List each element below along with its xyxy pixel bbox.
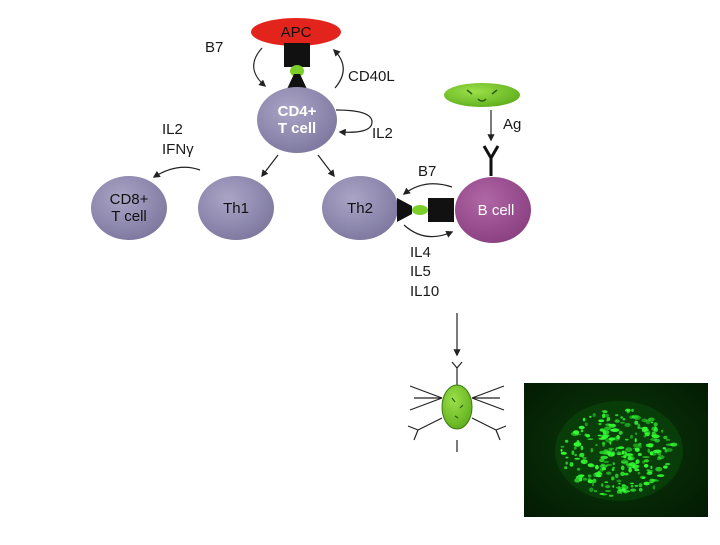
cd8-t-cell bbox=[91, 176, 167, 240]
cd4-tcr bbox=[287, 74, 307, 89]
il4-label: IL4 bbox=[410, 244, 431, 261]
il2-label: IL2 bbox=[162, 121, 183, 138]
th2-label: Th2 bbox=[347, 200, 373, 217]
cd40l-label: CD40L bbox=[348, 68, 395, 85]
arrow-b7-bcell bbox=[402, 183, 453, 195]
th2-cell bbox=[322, 176, 398, 240]
il5-label: IL5 bbox=[410, 263, 431, 280]
apc-cell bbox=[251, 18, 341, 46]
cd8-t-cell-label: CD8+ T cell bbox=[109, 191, 149, 225]
cd4-t-cell-label: CD4+ T cell bbox=[277, 103, 317, 137]
apc-receptor bbox=[284, 43, 310, 67]
th1-cell bbox=[198, 176, 274, 240]
il10-label: IL10 bbox=[410, 283, 440, 300]
antigen-particle bbox=[444, 83, 520, 107]
apc-antigen bbox=[290, 65, 304, 77]
b7-label-top: B7 bbox=[205, 39, 224, 56]
arrow-il4-to-bcell bbox=[403, 224, 454, 238]
bcell-receptor bbox=[428, 198, 454, 222]
arrow-cd4-to-th1 bbox=[261, 154, 279, 178]
th1-label: Th1 bbox=[223, 200, 249, 217]
arrow-cd4-to-th2 bbox=[317, 154, 335, 178]
arrow-cd40l bbox=[332, 48, 344, 89]
arrow-b7-top bbox=[253, 47, 267, 87]
bcell-surface-ig bbox=[482, 145, 500, 176]
arrow-il2-autocrine bbox=[335, 109, 373, 136]
ag-label: Ag bbox=[503, 116, 522, 133]
glomerulus-immunofluorescence-image bbox=[524, 383, 708, 517]
ifn-gamma-label: IFNγ bbox=[162, 141, 194, 158]
apc-label: APC bbox=[280, 24, 312, 41]
b-cell bbox=[455, 177, 531, 243]
il2-autocrine-label: IL2 bbox=[372, 125, 393, 142]
bcell-antigen bbox=[412, 205, 428, 215]
arrow-th1-to-cd8 bbox=[152, 166, 201, 178]
target-cell bbox=[441, 384, 473, 430]
cd4-t-cell bbox=[257, 87, 337, 153]
th2-tcr bbox=[397, 198, 412, 222]
b-cell-label: B cell bbox=[477, 202, 515, 219]
target-cell-with-antibodies-icon bbox=[407, 361, 507, 452]
b7-label-bcell: B7 bbox=[418, 163, 437, 180]
